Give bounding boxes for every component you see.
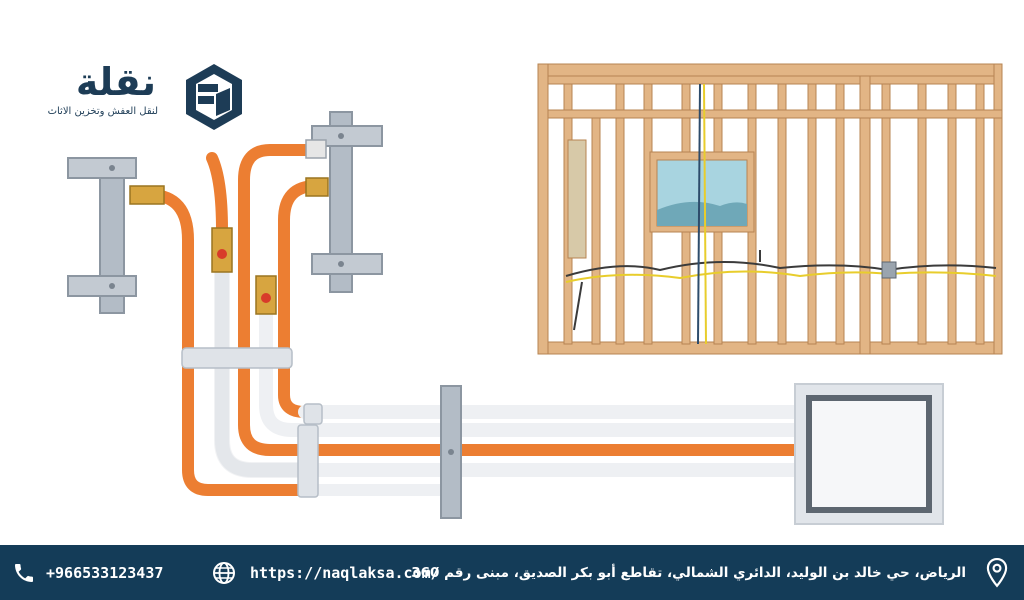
brass-fittings [129,139,329,315]
phone-icon [15,563,33,582]
phone-number: +966533123437 [46,563,164,582]
contact-footer: +966533123437 https://naqlaksa.com/ الري… [0,545,1024,600]
address-block: الرياض، حي خالد بن الوليد، الدائري الشما… [411,545,966,600]
brand-logo: نقلة لنقل العفش وتخزين الاثاث [22,60,252,132]
right-mounting-bracket [311,111,383,293]
logo-mark-icon [186,64,242,130]
website-url: https://naqlaksa.com/ [250,563,440,582]
left-mounting-bracket [67,157,137,314]
plumbing-framing-illustration [67,63,1003,525]
wood-frame-wall [537,63,1003,355]
electrical-wiring [565,83,997,345]
website-link[interactable]: https://naqlaksa.com/ [212,545,440,600]
globe-icon [213,561,235,584]
location-pin-icon [986,557,1008,588]
address-text: الرياض، حي خالد بن الوليد، الدائري الشما… [411,564,966,581]
phone-contact[interactable]: +966533123437 [12,545,163,600]
pipe-clamps [181,347,462,519]
junction-box [794,383,944,525]
brand-name: نقلة [75,60,156,104]
location-pin [984,545,1010,600]
brand-tagline: لنقل العفش وتخزين الاثاث [47,106,158,117]
